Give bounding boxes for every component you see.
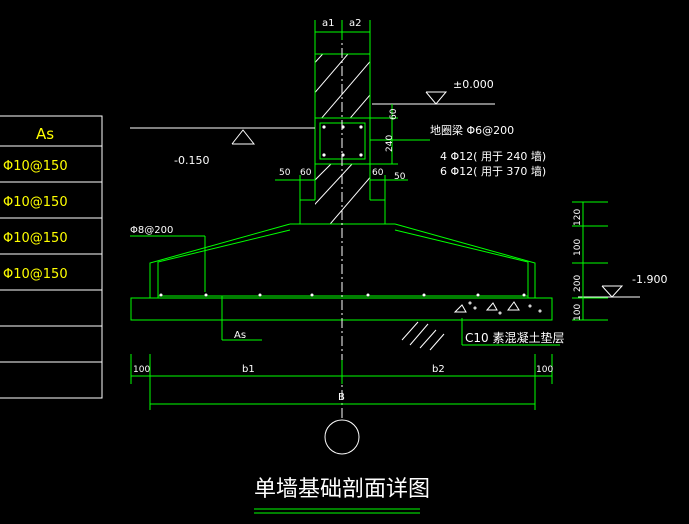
ring-beam-label: 地圈梁 Φ6@200 (430, 123, 514, 137)
drawing-title: 单墙基础剖面详图 (254, 477, 430, 502)
dim-60-left: 60 (300, 168, 312, 178)
reinforcement-table (0, 115, 103, 399)
ring-beam-bars (322, 125, 363, 157)
table-cell: Φ10@150 (3, 195, 68, 210)
top-dimension (314, 20, 371, 54)
step-dimension (275, 175, 408, 200)
dim-a2: a2 (349, 18, 362, 29)
elevation-neg150: -0.150 (174, 154, 209, 167)
c10-callout (461, 318, 560, 346)
right-dimension (572, 201, 608, 321)
dim-B: B (338, 392, 345, 403)
soil-hatch (401, 321, 445, 351)
table-cell: Φ10@150 (3, 231, 68, 246)
concrete-stipple (453, 301, 542, 315)
dim-50-right: 50 (394, 172, 406, 182)
dim-b2: b2 (432, 364, 445, 375)
ring-beam-dimension (370, 104, 430, 165)
elevation-zero: ±0.000 (453, 78, 494, 91)
title-underline (254, 508, 420, 514)
as-label: As (234, 330, 246, 341)
dim-100b: 100 (573, 304, 583, 321)
dim-60-top: 60 (389, 108, 399, 120)
rebar-370-label: 6 Φ12( 用于 370 墙) (440, 164, 546, 178)
as-leader (221, 296, 262, 341)
dim-50-left: 50 (279, 168, 291, 178)
dim-100: 100 (573, 239, 583, 256)
phi8-label: Φ8@200 (130, 225, 173, 236)
dim-200: 200 (573, 275, 583, 292)
dim-a1: a1 (322, 18, 335, 29)
wall-hatch (315, 54, 370, 224)
dim-60-right: 60 (372, 168, 384, 178)
dim-b1: b1 (242, 364, 255, 375)
c10-label: C10 素混凝土垫层 (465, 330, 564, 345)
bottom-rebar-dots (159, 293, 526, 297)
bottom-dimension (130, 354, 553, 410)
phi8-leader (130, 235, 206, 292)
table-cell: Φ10@150 (3, 267, 68, 282)
dim-100-left: 100 (133, 365, 150, 375)
dim-120: 120 (573, 209, 583, 226)
elevation-neg1900: -1.900 (632, 273, 667, 286)
rebar-240-label: 4 Φ12( 用于 240 墙) (440, 149, 546, 163)
dim-100-right: 100 (536, 365, 553, 375)
table-cell: Φ10@150 (3, 159, 68, 174)
axis-bubble (324, 419, 360, 455)
dim-240: 240 (385, 135, 395, 152)
table-header: As (36, 125, 54, 143)
